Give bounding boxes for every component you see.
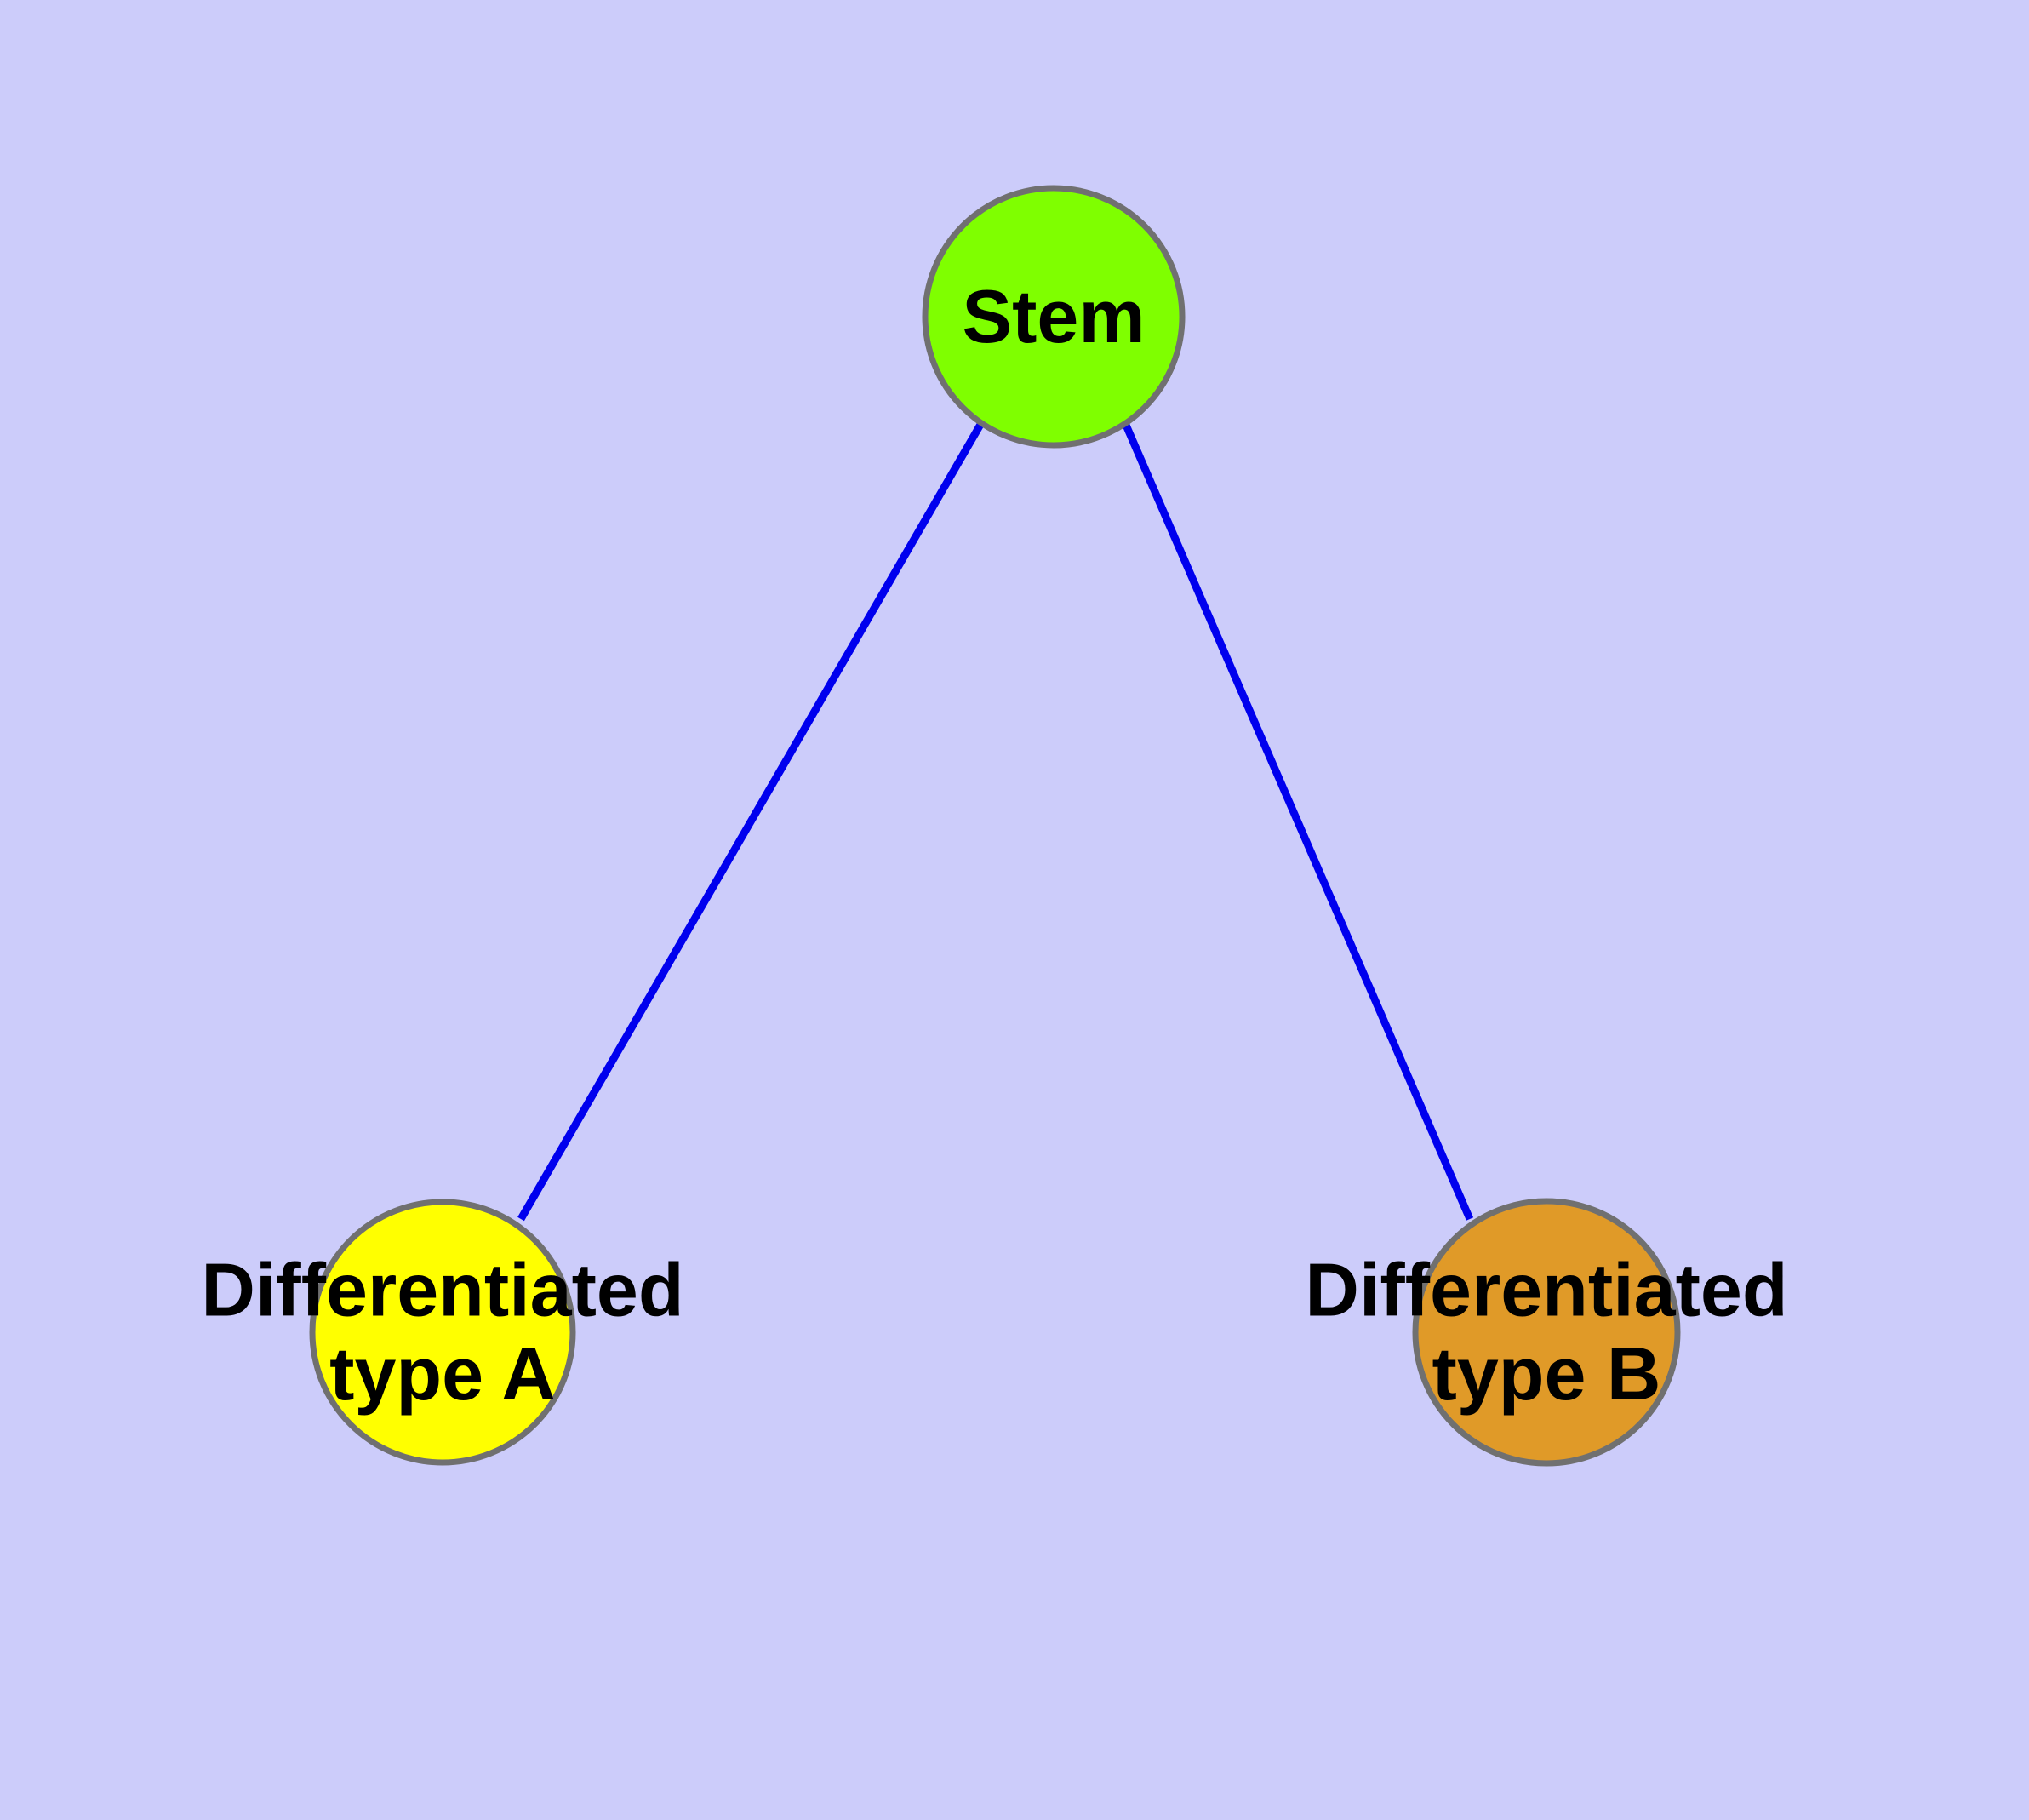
node-label-line: Differentiated xyxy=(201,1248,683,1332)
node-label-line: type A xyxy=(329,1331,556,1416)
node-diff-a[interactable] xyxy=(309,1199,576,1466)
edge-stem-to-a xyxy=(517,421,985,1222)
node-label-line: Differentiated xyxy=(1305,1248,1787,1332)
node-stem[interactable] xyxy=(922,185,1186,449)
node-label-line: type B xyxy=(1432,1331,1661,1416)
nodes-layer xyxy=(309,185,1681,1467)
edge-stem-to-b xyxy=(1121,421,1474,1221)
node-diff-b[interactable] xyxy=(1412,1198,1681,1467)
node-label-stem: Stem xyxy=(962,274,1145,358)
node-label-line: Stem xyxy=(962,274,1145,358)
edges-layer xyxy=(517,421,1474,1222)
